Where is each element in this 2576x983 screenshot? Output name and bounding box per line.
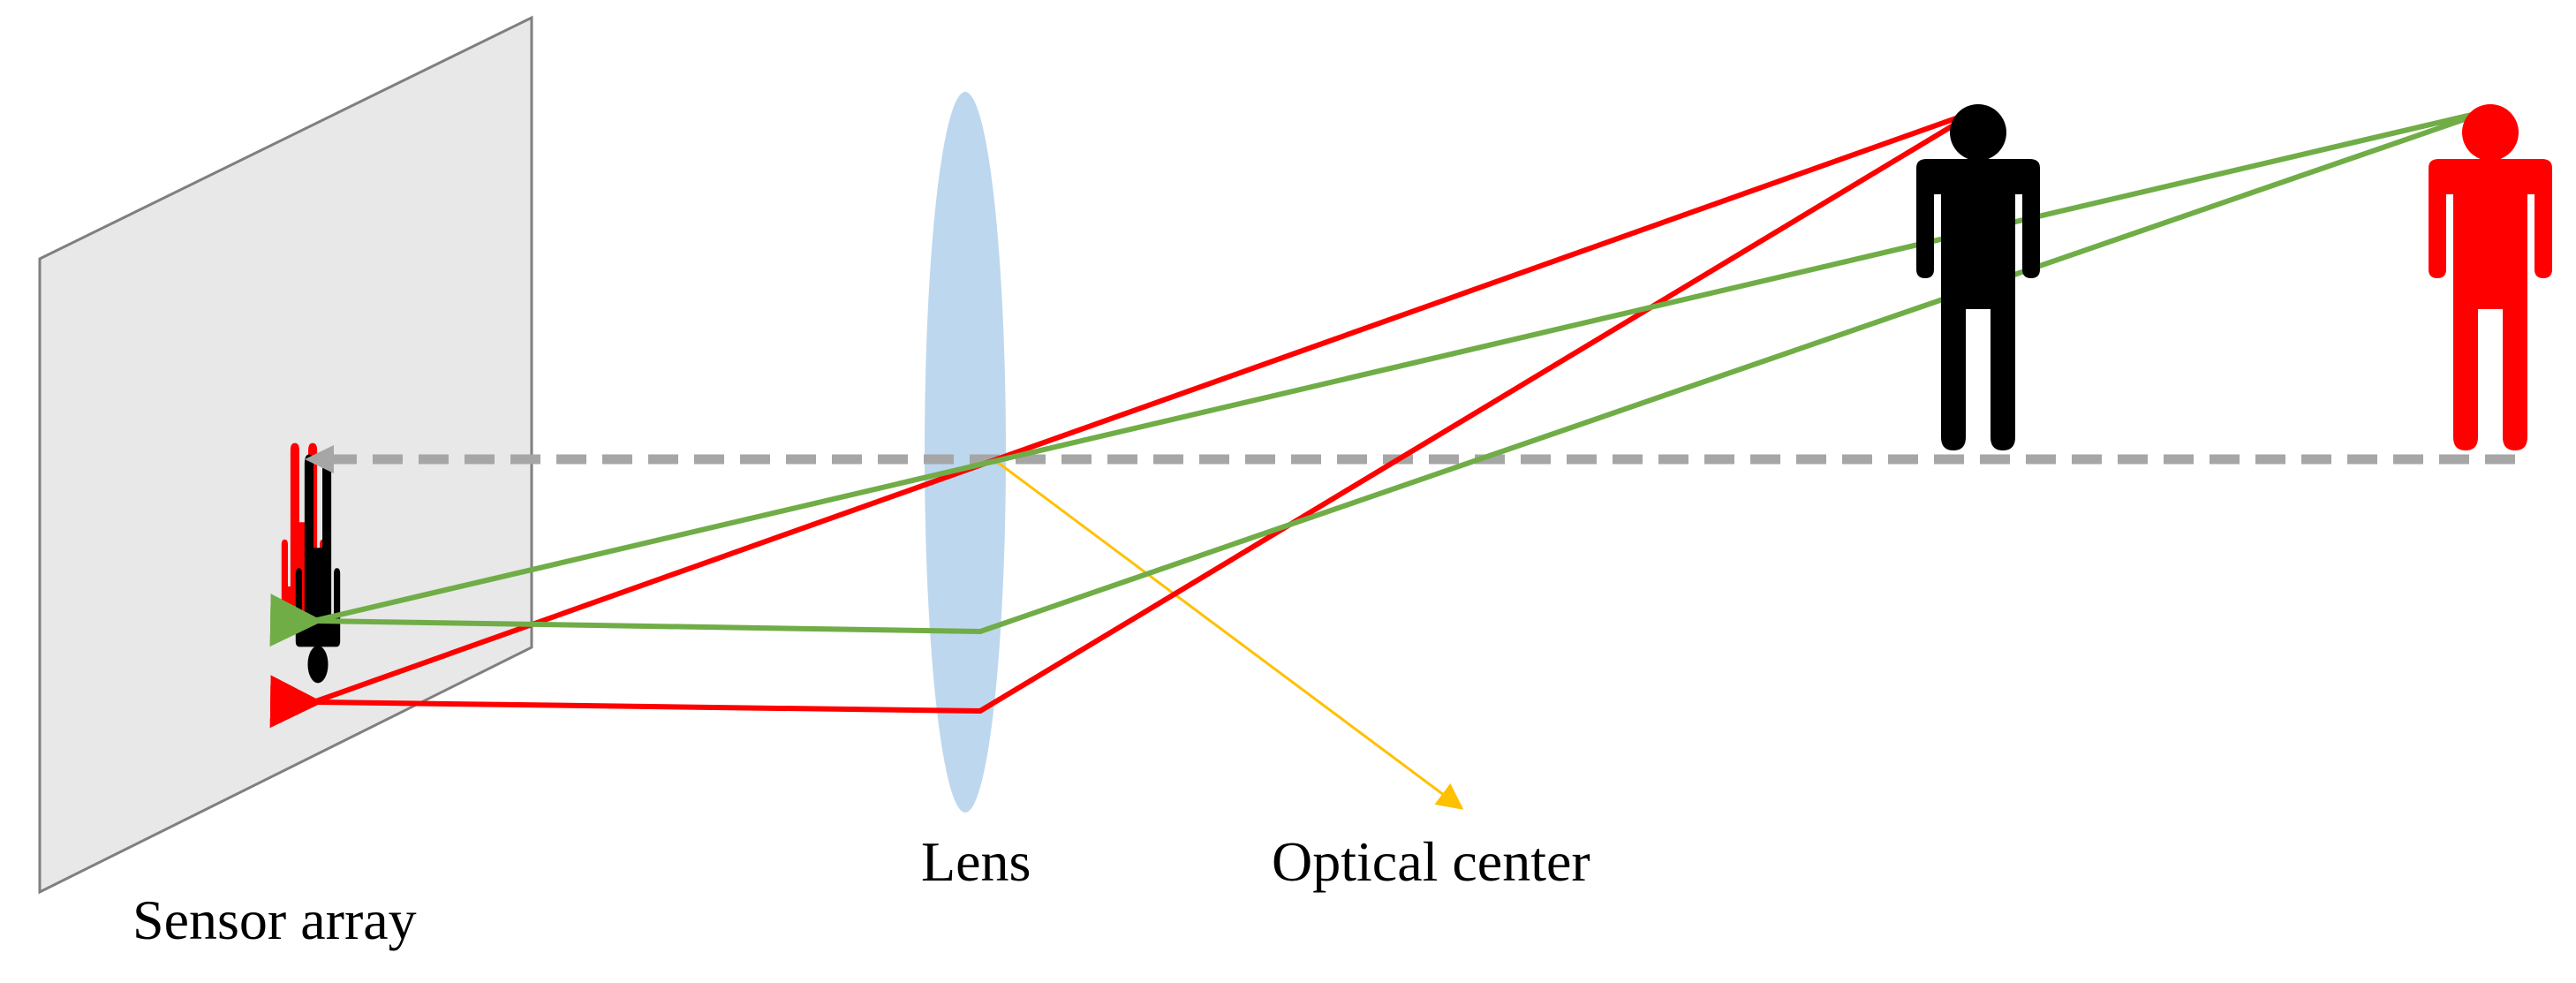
sensor-array-label: Sensor array — [132, 888, 417, 951]
optical-axis-start-marker — [305, 445, 334, 473]
sensor-array-plane — [38, 15, 533, 895]
far-person-icon — [2429, 104, 2552, 450]
optical-center-arrow — [993, 457, 1464, 810]
far-person-rays — [269, 108, 2491, 647]
far-chief-ray — [313, 108, 2491, 624]
optical-center-label: Optical center — [1272, 830, 1590, 893]
near-person-rays — [269, 108, 1980, 729]
near-chief-ray — [312, 108, 1980, 705]
lens-label: Lens — [921, 830, 1031, 893]
near-person-icon — [1916, 104, 2040, 450]
